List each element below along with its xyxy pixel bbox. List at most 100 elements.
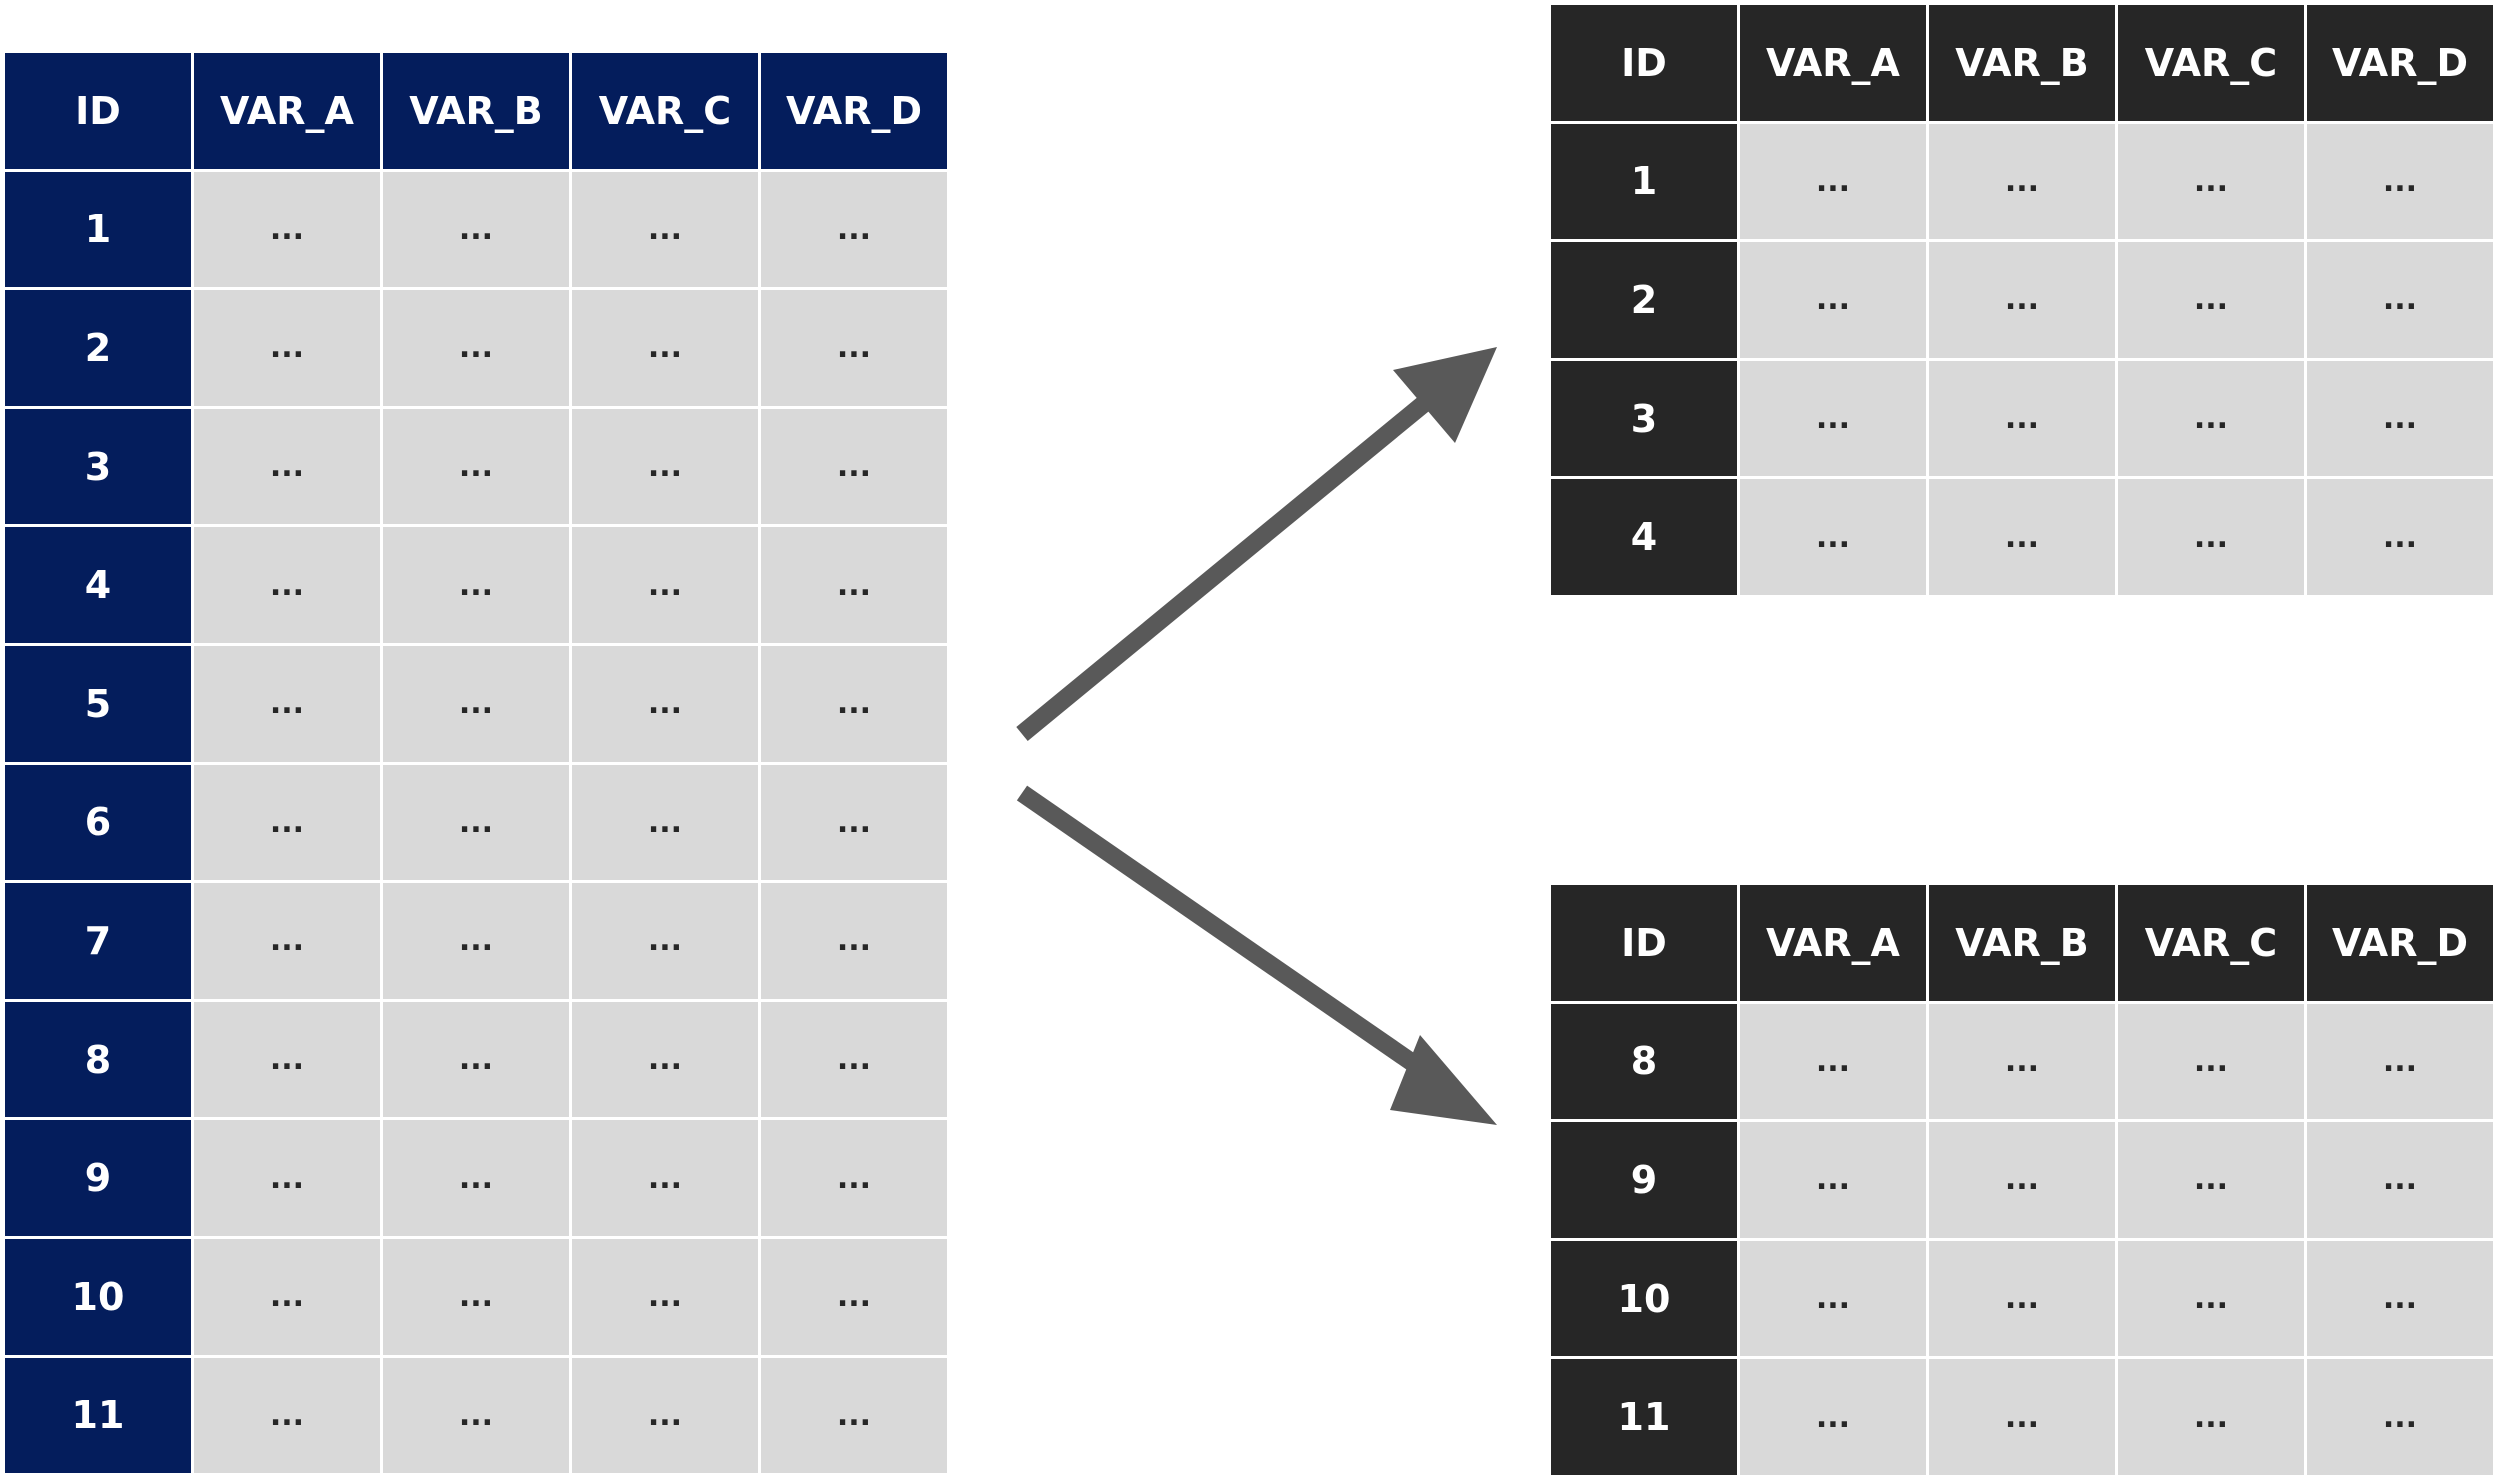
value-cell: ... <box>761 645 947 762</box>
value-cell: ... <box>1929 360 2115 477</box>
row-id-cell: 8 <box>5 1001 191 1118</box>
arrow-to-top-table <box>1016 347 1497 741</box>
value-cell: ... <box>1740 1003 1926 1120</box>
value-cell: ... <box>2118 242 2304 358</box>
column-header-var-a: VAR_A <box>1740 5 1926 121</box>
value-cell: ... <box>2118 1359 2304 1475</box>
value-cell: ... <box>572 1001 758 1118</box>
column-header-var-b: VAR_B <box>383 53 569 169</box>
row-id-cell: 8 <box>1551 1003 1737 1120</box>
value-cell: ... <box>194 1001 380 1118</box>
value-cell: ... <box>383 883 569 999</box>
table-row: 5............ <box>5 645 947 762</box>
table-row: 2............ <box>1551 242 2493 358</box>
row-id-cell: 1 <box>5 171 191 288</box>
value-cell: ... <box>1740 360 1926 477</box>
value-cell: ... <box>194 408 380 525</box>
column-header-var-d: VAR_D <box>2307 5 2493 121</box>
value-cell: ... <box>1740 242 1926 358</box>
row-id-cell: 5 <box>5 645 191 762</box>
value-cell: ... <box>2307 479 2493 595</box>
column-header-var-b: VAR_B <box>1929 5 2115 121</box>
value-cell: ... <box>194 527 380 643</box>
table-row: 8............ <box>5 1001 947 1118</box>
value-cell: ... <box>761 1238 947 1355</box>
value-cell: ... <box>572 1120 758 1236</box>
table-row: 3............ <box>1551 360 2493 477</box>
value-cell: ... <box>2118 360 2304 477</box>
value-cell: ... <box>194 1238 380 1355</box>
value-cell: ... <box>572 171 758 288</box>
row-id-cell: 9 <box>1551 1122 1737 1238</box>
value-cell: ... <box>1740 479 1926 595</box>
row-id-cell: 4 <box>5 527 191 643</box>
row-id-cell: 11 <box>5 1357 191 1474</box>
table-row: 9............ <box>1551 1122 2493 1238</box>
table-row: 10............ <box>1551 1240 2493 1357</box>
value-cell: ... <box>761 1120 947 1236</box>
value-cell: ... <box>2307 242 2493 358</box>
arrow-top-head <box>1393 347 1497 443</box>
row-id-cell: 7 <box>5 883 191 999</box>
arrow-bottom-head <box>1390 1035 1497 1125</box>
value-cell: ... <box>761 290 947 406</box>
row-id-cell: 2 <box>1551 242 1737 358</box>
value-cell: ... <box>761 527 947 643</box>
value-cell: ... <box>1929 1003 2115 1120</box>
row-id-cell: 11 <box>1551 1359 1737 1475</box>
row-id-cell: 4 <box>1551 479 1737 595</box>
row-id-cell: 3 <box>1551 360 1737 477</box>
value-cell: ... <box>1929 479 2115 595</box>
value-cell: ... <box>1740 123 1926 240</box>
value-cell: ... <box>761 1001 947 1118</box>
value-cell: ... <box>383 1238 569 1355</box>
value-cell: ... <box>383 1001 569 1118</box>
value-cell: ... <box>1929 1122 2115 1238</box>
value-cell: ... <box>572 527 758 643</box>
value-cell: ... <box>1929 242 2115 358</box>
table-row: 11............ <box>1551 1359 2493 1475</box>
arrow-top-shaft <box>1016 390 1438 741</box>
column-header-var-a: VAR_A <box>194 53 380 169</box>
row-id-cell: 1 <box>1551 123 1737 240</box>
table-row: 2............ <box>5 290 947 406</box>
value-cell: ... <box>2307 1240 2493 1357</box>
value-cell: ... <box>194 1120 380 1236</box>
value-cell: ... <box>2118 1003 2304 1120</box>
table-row: 11............ <box>5 1357 947 1474</box>
value-cell: ... <box>2118 1240 2304 1357</box>
value-cell: ... <box>1740 1240 1926 1357</box>
value-cell: ... <box>1740 1359 1926 1475</box>
value-cell: ... <box>572 290 758 406</box>
table-row: 1............ <box>5 171 947 288</box>
value-cell: ... <box>572 764 758 881</box>
value-cell: ... <box>383 645 569 762</box>
column-header-id: ID <box>1551 5 1737 121</box>
column-header-id: ID <box>1551 885 1737 1001</box>
value-cell: ... <box>2307 360 2493 477</box>
value-cell: ... <box>383 527 569 643</box>
column-header-var-d: VAR_D <box>2307 885 2493 1001</box>
value-cell: ... <box>383 171 569 288</box>
table-row: 8............ <box>1551 1003 2493 1120</box>
value-cell: ... <box>2118 123 2304 240</box>
value-cell: ... <box>572 645 758 762</box>
row-id-cell: 6 <box>5 764 191 881</box>
column-header-var-a: VAR_A <box>1740 885 1926 1001</box>
value-cell: ... <box>2307 1359 2493 1475</box>
value-cell: ... <box>2307 1003 2493 1120</box>
column-header-var-c: VAR_C <box>572 53 758 169</box>
column-header-var-d: VAR_D <box>761 53 947 169</box>
column-header-id: ID <box>5 53 191 169</box>
value-cell: ... <box>1929 123 2115 240</box>
value-cell: ... <box>383 1120 569 1236</box>
value-cell: ... <box>194 883 380 999</box>
table-row: 10............ <box>5 1238 947 1355</box>
table-row: 4............ <box>5 527 947 643</box>
column-header-var-b: VAR_B <box>1929 885 2115 1001</box>
